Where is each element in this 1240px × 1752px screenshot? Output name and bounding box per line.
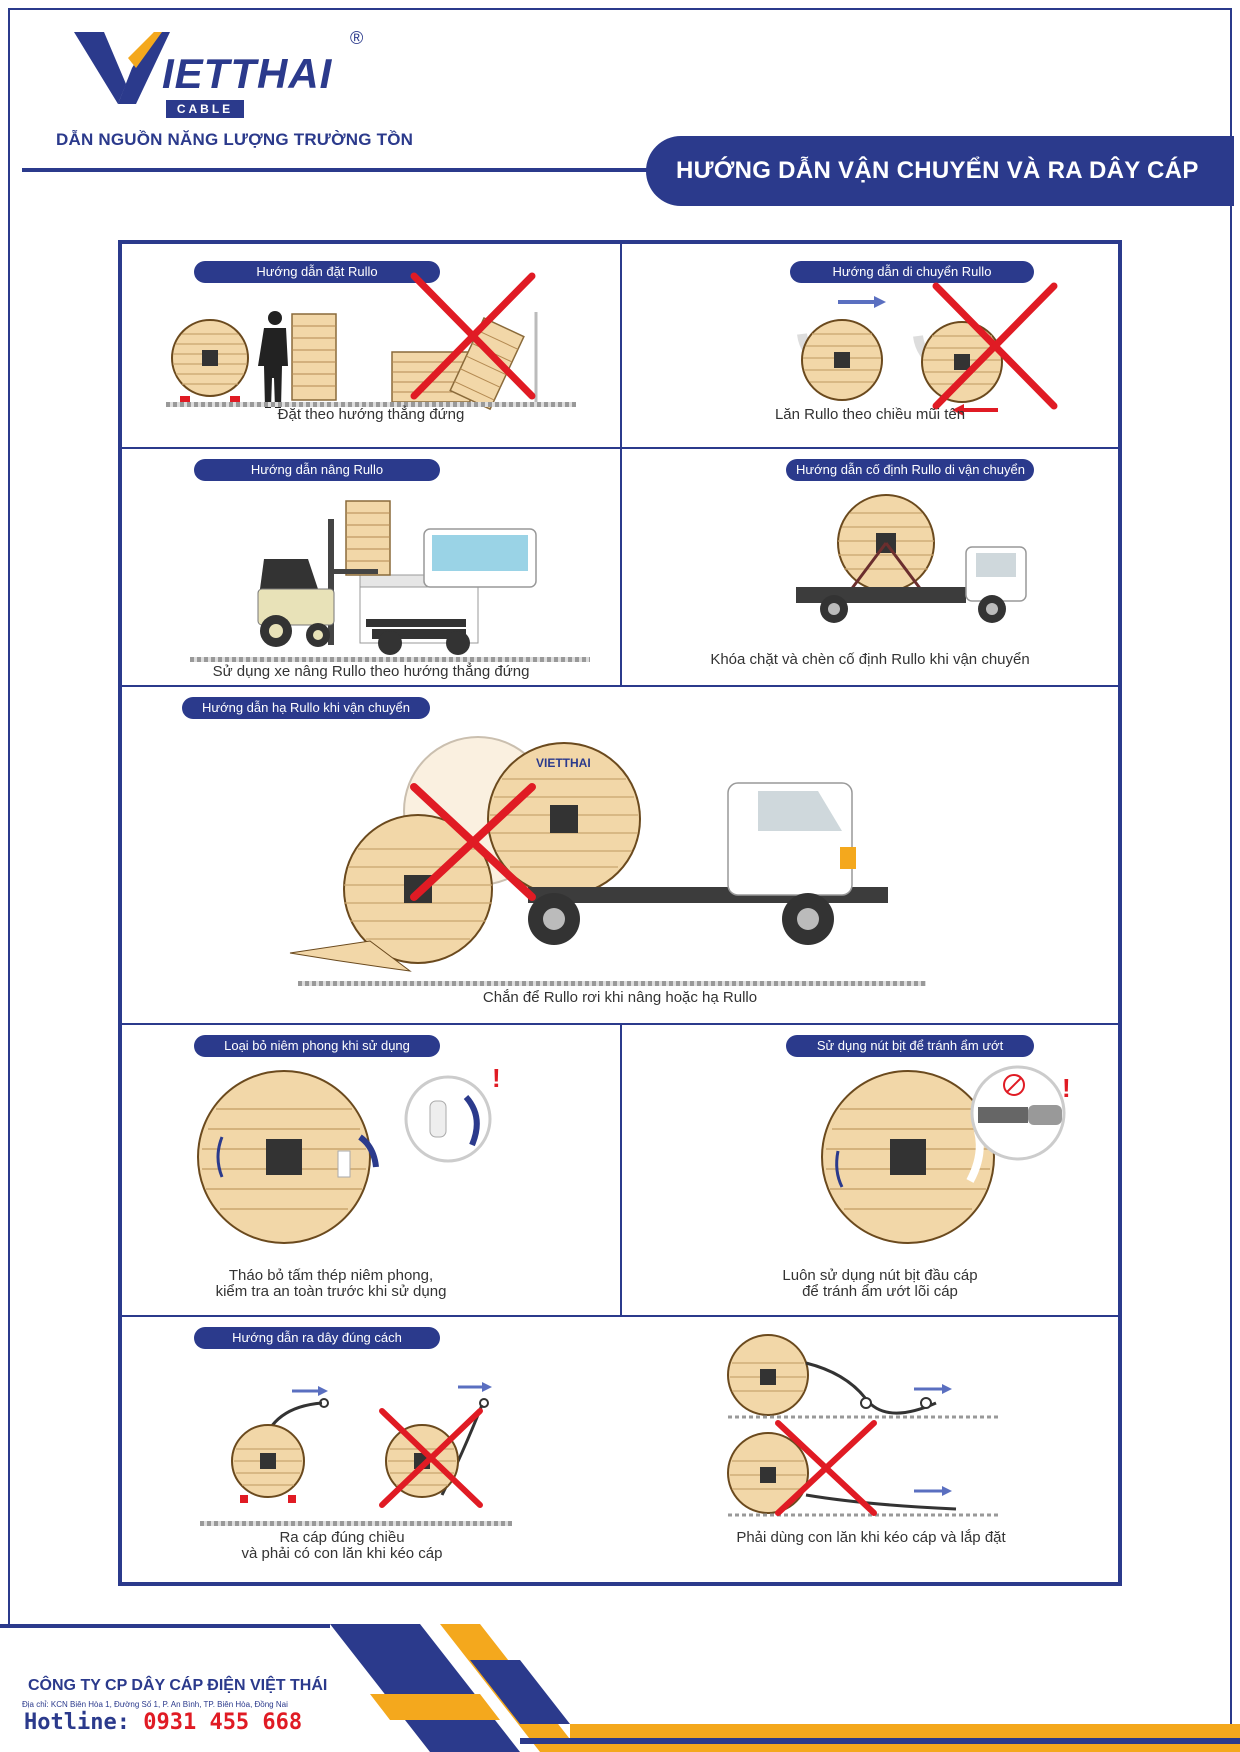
- panel-caption-line-2: và phải có con lăn khi kéo cáp: [241, 1545, 443, 1562]
- roller-caption: Phải dùng con lăn khi kéo cáp và lắp đặt: [736, 1529, 1006, 1546]
- forklift-truck-illustration: [257, 500, 537, 655]
- reel-seal-illustration: [197, 1070, 379, 1244]
- company-address: Địa chỉ: KCN Biên Hòa 1, Đường Số 1, P. …: [22, 1700, 288, 1709]
- rolling-reel-wrong-illustration: [913, 321, 1003, 416]
- tagline: DẪN NGUỒN NĂNG LƯỢNG TRƯỜNG TỒN: [56, 130, 414, 149]
- panel-place-rullo: Hướng dẫn đặt Rullo Đặt theo hướng t: [121, 243, 621, 448]
- ground-line: [298, 981, 926, 986]
- vietthai-logo-mark: [74, 32, 170, 104]
- page-border: [8, 8, 1232, 1744]
- panel-label: Hướng dẫn ra dây đúng cách: [194, 1327, 440, 1349]
- roller-wrong-illustration: [727, 1420, 998, 1517]
- footer-graphic: [0, 1624, 1240, 1752]
- panel-label: Hướng dẫn đặt Rullo: [194, 261, 440, 283]
- company-name: CÔNG TY CP DÂY CÁP ĐIỆN VIỆT THÁI: [28, 1677, 328, 1694]
- lying-reel-wrong-illustration: [391, 312, 538, 411]
- hotline-label: Hotline:: [24, 1710, 130, 1735]
- logo-wordmark: IETTHAI: [162, 50, 333, 97]
- panel-caption-line-1: Ra cáp đúng chiều: [279, 1529, 405, 1546]
- panel-use-plug: Sử dụng nút bịt để tránh ẩm ướt ! Luôn s…: [621, 1024, 1119, 1316]
- person-silhouette-icon: [258, 311, 288, 408]
- panel-caption-line-1: Luôn sử dụng nút bịt đầu cáp: [782, 1267, 978, 1284]
- unwind-correct-reel-illustration: [231, 1386, 329, 1503]
- rolling-reel-correct-illustration: [797, 296, 886, 401]
- hotline: Hotline: 0931 455 668: [24, 1710, 302, 1735]
- logo-cable-badge: CABLE: [166, 100, 244, 118]
- unwind-wrong-reel-illustration: [379, 1382, 492, 1508]
- ground-line: [166, 402, 576, 407]
- panel-label: Loại bỏ niêm phong khi sử dụng: [194, 1035, 440, 1057]
- red-cross-icon: [410, 272, 536, 400]
- panel-label: Sử dụng nút bịt để tránh ẩm ướt: [786, 1035, 1034, 1057]
- panel-caption: Lăn Rullo theo chiều mũi tên: [774, 406, 966, 423]
- panel-caption: Chắn để Rullo rơi khi nâng hoặc hạ Rullo: [482, 989, 758, 1006]
- registered-mark: ®: [350, 28, 364, 48]
- page-title: HƯỚNG DẪN VẬN CHUYỂN VÀ RA DÂY CÁP: [646, 136, 1234, 206]
- reel-logo-text: VIETTHAI: [536, 756, 591, 770]
- panel-label: Hướng dẫn cố định Rullo di vận chuyển: [786, 459, 1034, 481]
- upright-pallet-illustration: [291, 313, 337, 401]
- panel-label: Hướng dẫn hạ Rullo khi vận chuyển: [182, 697, 430, 719]
- svg-text:!: !: [1062, 1073, 1071, 1103]
- truck-with-strapped-reel-illustration: [796, 494, 1027, 623]
- reel-plug-illustration: !: [821, 1065, 1071, 1244]
- panel-lower-rullo: Hướng dẫn hạ Rullo khi vận chuyển VIETTH…: [121, 686, 1119, 1024]
- panel-caption-line-2: để tránh ẩm ướt lõi cáp: [802, 1283, 958, 1300]
- panel-caption-line-2: kiểm tra an toàn trước khi sử dụng: [215, 1283, 447, 1300]
- hotline-number[interactable]: 0931 455 668: [143, 1710, 303, 1735]
- svg-text:!: !: [492, 1063, 501, 1093]
- header-rule: [22, 168, 662, 172]
- panel-fix-rullo: Hướng dẫn cố định Rullo di vận chuyển Kh…: [621, 448, 1119, 686]
- instruction-grid: Hướng dẫn đặt Rullo Đặt theo hướng t: [118, 240, 1122, 1586]
- ground-line: [200, 1521, 512, 1526]
- ground-line: [190, 657, 590, 662]
- red-cross-icon: [932, 282, 1058, 410]
- panel-remove-seal: Loại bỏ niêm phong khi sử dụng ! Tháo bỏ…: [121, 1024, 621, 1316]
- panel-caption: Sử dụng xe nâng Rullo theo hướng thẳng đ…: [212, 663, 530, 680]
- panel-unwind-correct: Hướng dẫn ra dây đúng cách Ra cáp đúng c…: [121, 1316, 1119, 1583]
- panel-label: Hướng dẫn nâng Rullo: [194, 459, 440, 481]
- upright-reel-illustration: [171, 319, 249, 402]
- panel-move-rullo: Hướng dẫn di chuyển Rullo Lăn Rullo theo…: [621, 243, 1119, 448]
- falling-reel-truck-illustration: VIETTHAI: [289, 736, 888, 972]
- panel-caption: Đặt theo hướng thẳng đứng: [277, 406, 465, 423]
- panel-caption: Khóa chặt và chèn cố định Rullo khi vận …: [710, 651, 1030, 668]
- roller-correct-illustration: [727, 1334, 998, 1419]
- seal-zoom-circle-illustration: !: [404, 1063, 501, 1163]
- panel-caption-line-1: Tháo bỏ tấm thép niêm phong,: [228, 1267, 434, 1284]
- panel-lift-rullo: Hướng dẫn nâng Rullo Sử dụng xe nâng Rul…: [121, 448, 621, 686]
- panel-label: Hướng dẫn di chuyển Rullo: [790, 261, 1034, 283]
